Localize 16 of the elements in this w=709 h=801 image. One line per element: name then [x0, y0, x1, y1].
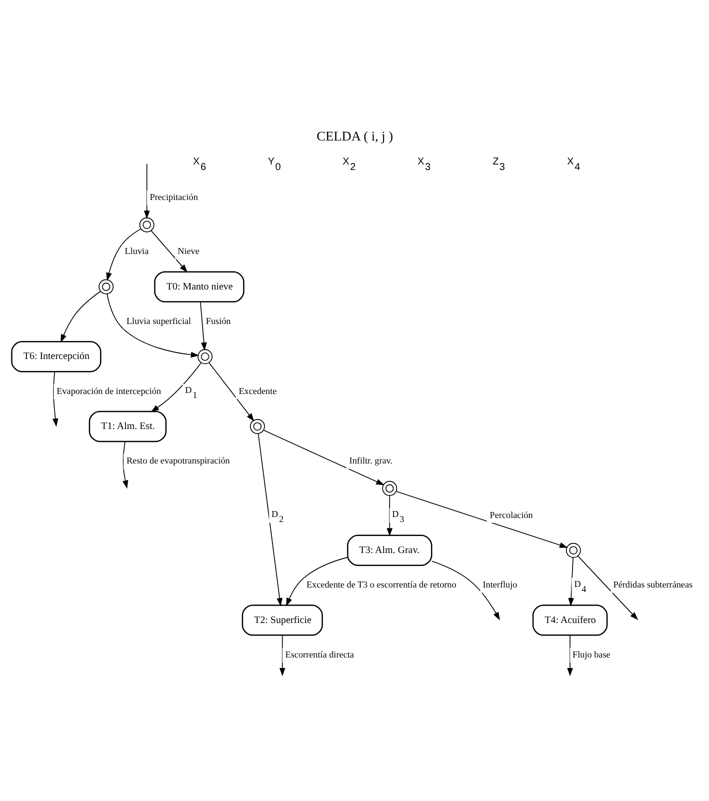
edge-label: Percolación: [490, 509, 533, 520]
edge-label: Resto de evapotranspiración: [126, 455, 230, 466]
edge-label: Precipitación: [150, 192, 198, 202]
edge-label: Lluvia superficial: [126, 316, 192, 326]
edge-label: Escorrentía directa: [285, 648, 354, 659]
edge-label: Pérdidas subterráneas: [613, 579, 693, 590]
edge-label: Excedente de T3 o escorrentía de retorno: [306, 579, 456, 590]
edge-label: Infiltr. grav.: [349, 455, 393, 466]
edge-label: Evaporación de intercepción: [56, 385, 162, 396]
edge-label: Nieve: [178, 246, 200, 256]
edge-label: Fusión: [206, 316, 231, 326]
edge-label: Excedente: [238, 385, 277, 396]
edge-label: Flujo base: [572, 648, 610, 659]
edge-label: Interflujo: [482, 579, 518, 590]
edge-label: Lluvia: [124, 246, 149, 256]
diagram-title: CELDA ( i, j ): [316, 128, 394, 143]
